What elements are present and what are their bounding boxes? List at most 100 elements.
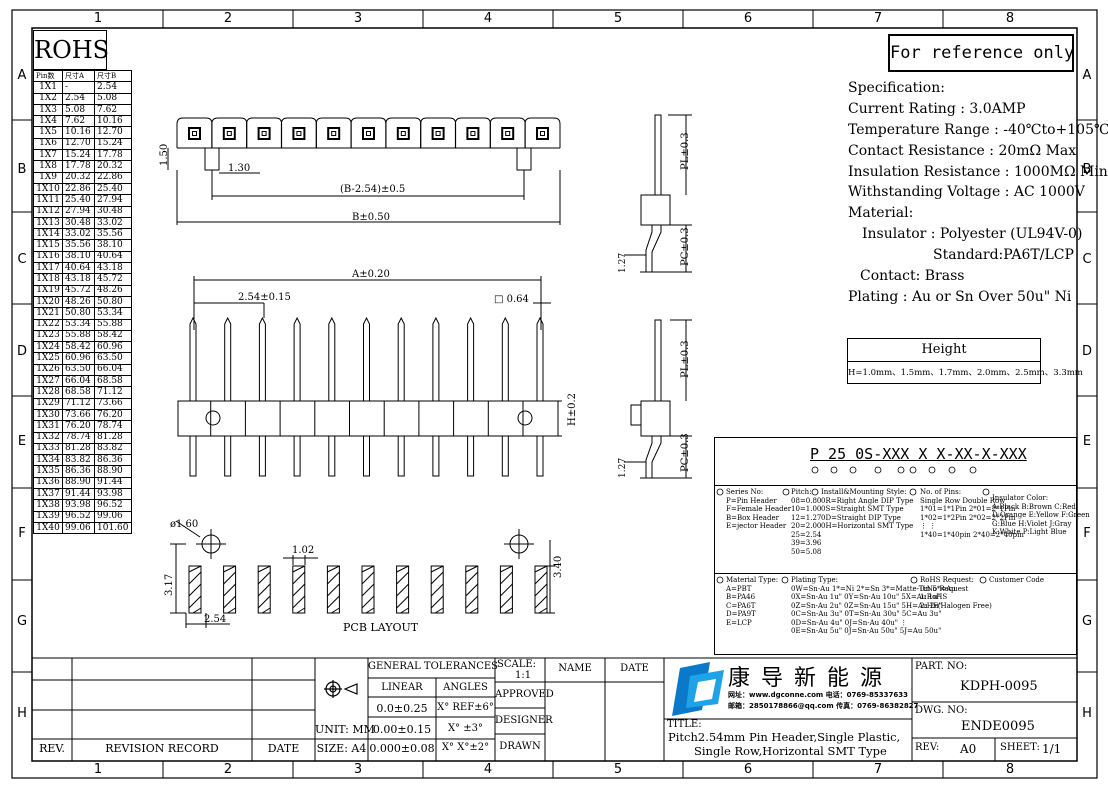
spec-line: Standard:PA6T/LCP bbox=[933, 247, 1074, 263]
pad bbox=[430, 565, 444, 614]
dim-pad-h: 3.40 bbox=[553, 556, 564, 578]
pad bbox=[188, 565, 202, 614]
code-line: K:White P:Light Blue bbox=[992, 528, 1067, 536]
pin-tail bbox=[328, 436, 336, 477]
grid-column-label: 6 bbox=[743, 762, 753, 777]
tb-date: DATE bbox=[267, 742, 300, 755]
dim-a: A±0.20 bbox=[351, 269, 390, 280]
tb-angles: ANGLES bbox=[443, 682, 488, 693]
pin-tail bbox=[224, 436, 232, 477]
side-view-top bbox=[624, 114, 692, 273]
spec-title: Specification: bbox=[848, 80, 945, 96]
tb-tol1: 0.0±0.25 bbox=[376, 702, 428, 715]
code-line: E=jector Header bbox=[726, 522, 787, 530]
grid-row-label: B bbox=[1082, 162, 1092, 177]
pin-square bbox=[501, 127, 515, 140]
pad bbox=[292, 565, 306, 614]
grid-row-label: A bbox=[17, 68, 27, 83]
tb-tol2: 0.00±0.15 bbox=[372, 723, 432, 736]
pad bbox=[499, 565, 513, 614]
grid-row-label: H bbox=[17, 706, 27, 721]
dim-150: 1.50 bbox=[159, 144, 170, 166]
tb-drawn: DRAWN bbox=[499, 741, 541, 752]
dim-pin-square: □ 0.64 bbox=[494, 294, 529, 305]
side-view-bottom bbox=[624, 319, 692, 479]
dim-pitch-span: (B-2.54)±0.5 bbox=[340, 184, 405, 195]
grid-row-label: A bbox=[1082, 68, 1092, 83]
top-view bbox=[167, 117, 561, 225]
tb-ang2: X° ±3° bbox=[447, 723, 484, 734]
code-line: 0S=Straight SMT Type bbox=[821, 505, 904, 513]
tb-rev-label: REV: bbox=[915, 742, 940, 753]
part-code: P 25 0S-XXX X X-XX-X-XXX bbox=[810, 445, 1027, 463]
code-line: Pitch: bbox=[791, 488, 812, 496]
spec-line: Insulation Resistance : 1000MΩ Min bbox=[848, 164, 1108, 180]
table-cell: 17.78 bbox=[94, 149, 132, 162]
grid-row-label: C bbox=[17, 252, 27, 267]
grid-row-label: H bbox=[1082, 706, 1092, 721]
tb-sheet-val: 1/1 bbox=[1042, 742, 1062, 756]
tb-sheet-label: SHEET: bbox=[1000, 742, 1040, 753]
code-line: A:Black B:Brown C:Red bbox=[992, 502, 1076, 511]
code-line: D=PA9T bbox=[726, 610, 756, 618]
pin bbox=[363, 316, 370, 401]
pin bbox=[467, 316, 475, 401]
spec-line: Material: bbox=[848, 205, 914, 221]
table-cell: 76.20 bbox=[94, 408, 132, 422]
code-line: B=PA46 bbox=[726, 593, 756, 601]
pin-square bbox=[536, 127, 549, 140]
pcb-layout-label: PCB LAYOUT bbox=[343, 621, 419, 634]
tb-date2: DATE bbox=[620, 663, 649, 674]
dim-pad-pitch: 2.54 bbox=[204, 614, 226, 625]
pad bbox=[257, 565, 271, 614]
grid-column-label: 8 bbox=[1005, 11, 1015, 26]
tb-title-label: TITLE: bbox=[667, 719, 702, 730]
dim-127-1: 1.27 bbox=[618, 253, 628, 273]
table-cell: 55.88 bbox=[94, 318, 132, 331]
table-cell: 27.94 bbox=[94, 194, 132, 207]
table-cell: 45.72 bbox=[94, 273, 132, 286]
spec-line: Withstanding Voltage : AC 1000V bbox=[848, 184, 1085, 200]
tb-dwg-no: ENDE0095 bbox=[961, 719, 1035, 734]
tb-title-2: Single Row,Horizontal SMT Type bbox=[694, 744, 887, 758]
tb-scale: SCALE: bbox=[497, 659, 537, 670]
pin bbox=[293, 316, 301, 401]
grid-column-label: 2 bbox=[223, 11, 233, 26]
grid-row-label: G bbox=[1081, 614, 1093, 629]
pin bbox=[432, 316, 440, 401]
code-line: 0W=Sn-Au 1*=Ni 2*=Sn 3*=Matte-Tin 5*=Au bbox=[791, 584, 956, 593]
dim-pitch: 2.54±0.15 bbox=[238, 292, 291, 303]
code-line: 0D=Straight DIP Type bbox=[821, 513, 901, 522]
pad bbox=[326, 565, 340, 614]
code-line: P=Pin Header bbox=[726, 496, 777, 505]
spec-line: Temperature Range : -40℃to+105℃ bbox=[848, 122, 1108, 138]
grid-column-label: 7 bbox=[873, 11, 883, 26]
tb-revision-record: REVISION RECORD bbox=[105, 742, 219, 755]
table-cell: 96.52 bbox=[94, 499, 132, 512]
dim-h: H±0.2 bbox=[567, 393, 578, 426]
part-code-box bbox=[714, 437, 1077, 655]
pin bbox=[397, 316, 405, 401]
tb-title-1: Pitch2.54mm Pin Header,Single Plastic, bbox=[668, 730, 901, 744]
code-line: Install&Mounting Style: bbox=[821, 488, 907, 496]
dim-130: 1.30 bbox=[228, 163, 250, 174]
code-install: Install&Mounting Style:0R=Right Angle DI… bbox=[821, 488, 913, 531]
grid-column-label: 8 bbox=[1005, 762, 1015, 777]
grid-row-label: G bbox=[16, 614, 28, 629]
grid-column-label: 5 bbox=[613, 11, 623, 26]
code-line: B=Box Header bbox=[726, 513, 779, 522]
pin bbox=[258, 316, 266, 401]
pad bbox=[396, 565, 410, 614]
pin-square bbox=[257, 127, 271, 140]
